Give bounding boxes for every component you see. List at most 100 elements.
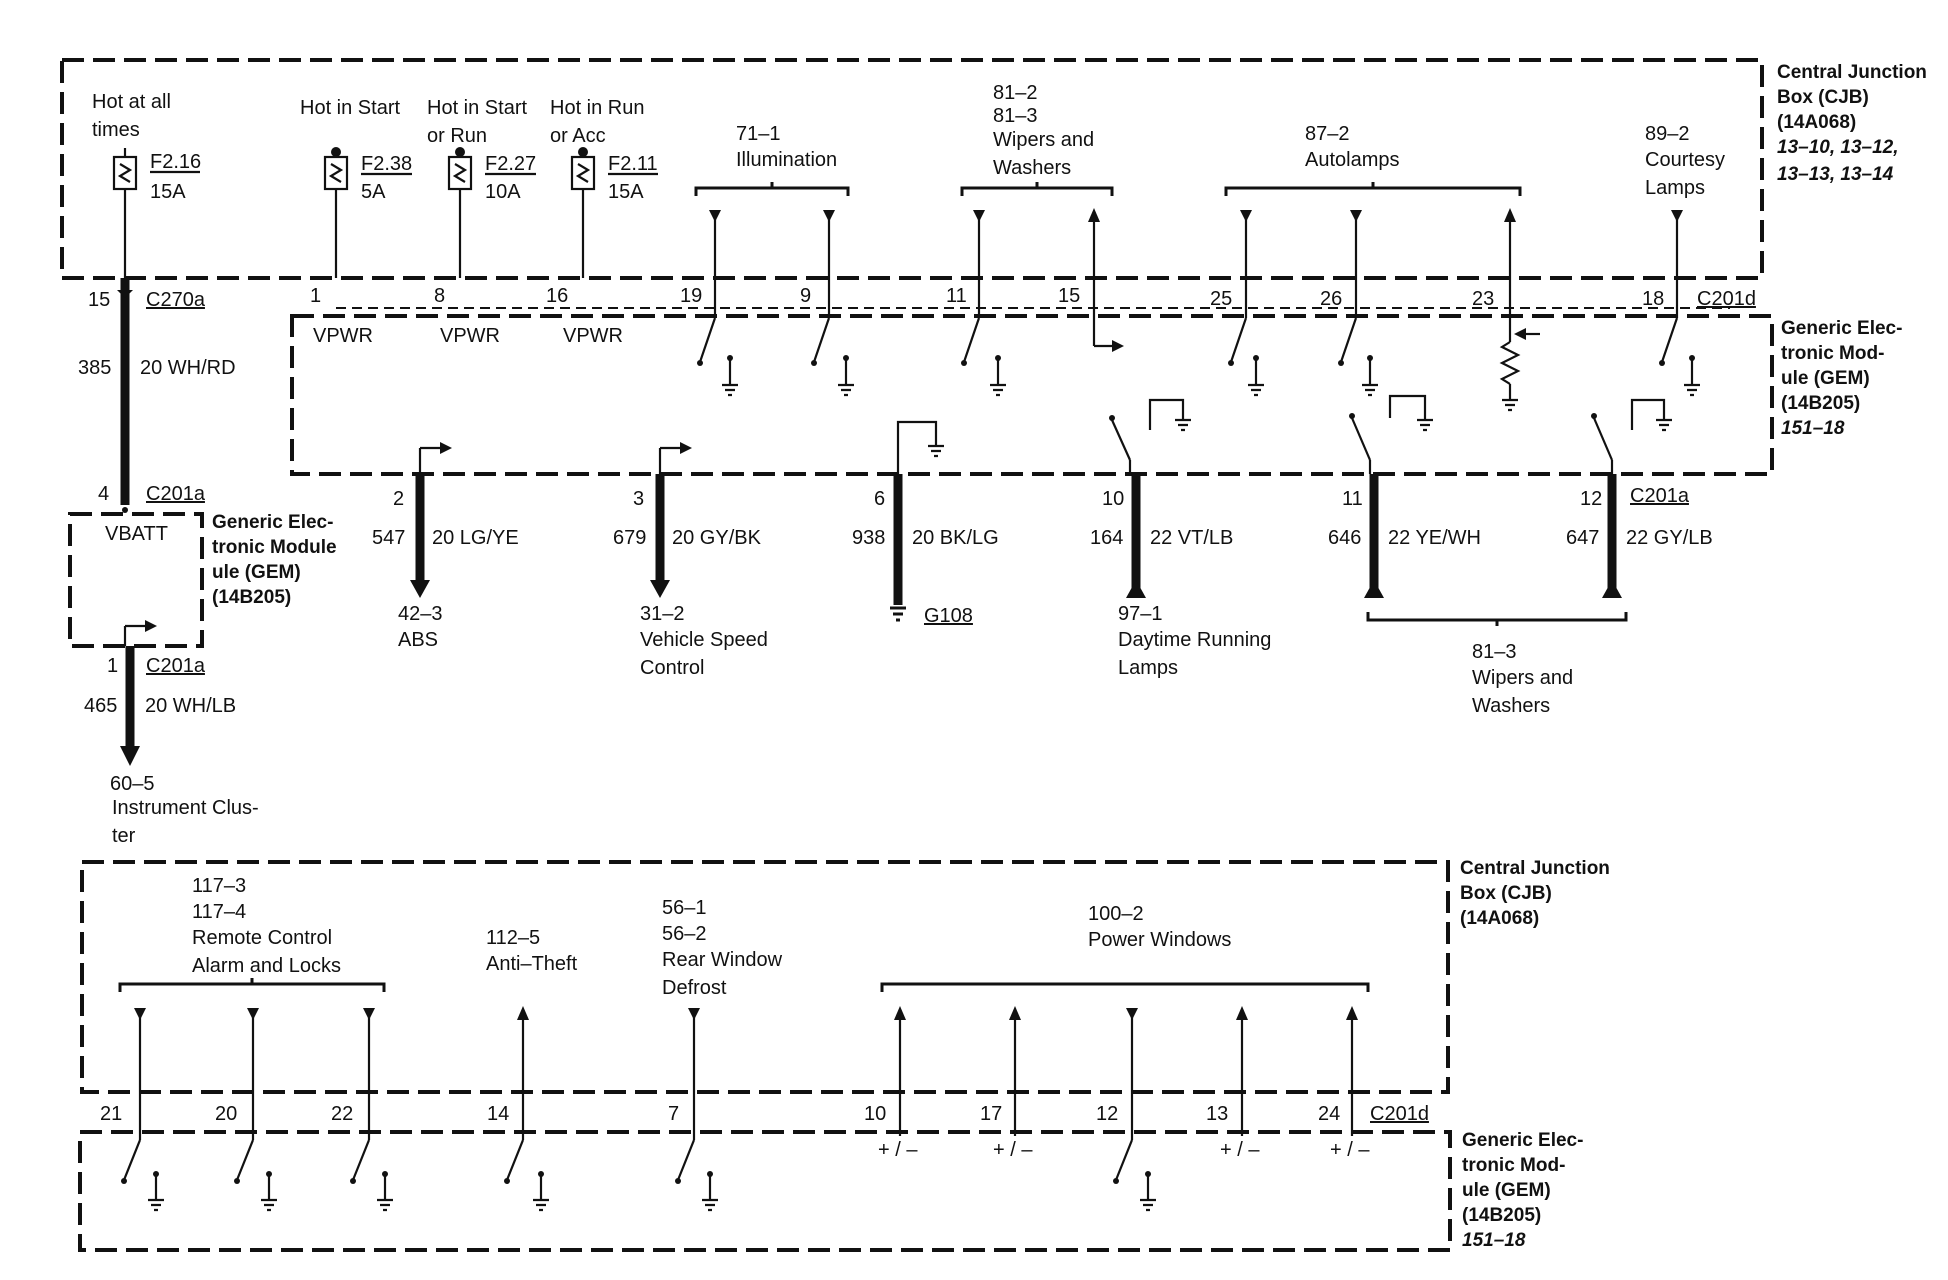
svg-text:385: 385: [78, 357, 111, 379]
svg-text:13–10, 13–12,: 13–10, 13–12,: [1777, 137, 1899, 158]
svg-text:tronic Mod-: tronic Mod-: [1462, 1155, 1565, 1176]
svg-text:+ / –: + / –: [993, 1139, 1033, 1161]
svg-text:VPWR: VPWR: [313, 325, 373, 347]
fuse-f2-11: Hot in Run or Acc F2.11 15A: [550, 97, 658, 278]
group-rear-defrost: 56–1 56–2 Rear Window Defrost: [662, 897, 783, 999]
svg-text:8: 8: [434, 285, 445, 307]
svg-text:Instrument Clus-: Instrument Clus-: [112, 797, 259, 819]
svg-text:(14A068): (14A068): [1777, 112, 1856, 133]
gem-bottom-switches: + / – + / – + / – + / –: [121, 1092, 1370, 1212]
switch-25: [1228, 278, 1264, 397]
svg-text:Control: Control: [640, 657, 704, 679]
svg-text:89–2: 89–2: [1645, 123, 1690, 145]
svg-text:151–18: 151–18: [1462, 1230, 1526, 1251]
gem-top-title: Generic Elec- tronic Mod- ule (GEM) (14B…: [1781, 318, 1902, 439]
svg-text:Autolamps: Autolamps: [1305, 149, 1400, 171]
output-wire-6: 6 938 20 BK/LG G108: [852, 474, 999, 627]
svg-text:Courtesy: Courtesy: [1645, 149, 1725, 171]
svg-text:Alarm and Locks: Alarm and Locks: [192, 955, 341, 977]
svg-text:Washers: Washers: [1472, 695, 1550, 717]
output-3-flag: [658, 442, 692, 474]
svg-text:20 GY/BK: 20 GY/BK: [672, 527, 762, 549]
svg-text:or Acc: or Acc: [550, 125, 606, 147]
svg-text:2: 2: [393, 488, 404, 510]
svg-text:10: 10: [864, 1103, 886, 1125]
svg-text:60–5: 60–5: [110, 773, 155, 795]
svg-text:tronic Module: tronic Module: [212, 537, 337, 558]
switch-18: [1659, 278, 1700, 397]
svg-text:15: 15: [88, 289, 110, 311]
svg-text:Washers: Washers: [993, 157, 1071, 179]
svg-text:20 LG/YE: 20 LG/YE: [432, 527, 519, 549]
svg-text:Hot in Start: Hot in Start: [427, 97, 527, 119]
svg-text:10: 10: [1102, 488, 1124, 510]
svg-text:646: 646: [1328, 527, 1361, 549]
svg-text:81–3: 81–3: [1472, 641, 1517, 663]
svg-text:(14B205): (14B205): [1781, 393, 1860, 414]
gem-bottom-box: [78, 1130, 1452, 1252]
svg-text:22 YE/WH: 22 YE/WH: [1388, 527, 1481, 549]
svg-text:20 WH/RD: 20 WH/RD: [140, 357, 236, 379]
svg-text:12: 12: [1580, 488, 1602, 510]
svg-text:F2.16: F2.16: [150, 151, 201, 173]
output-wire-10: 10 164 22 VT/LB 97–1 Daytime Running Lam…: [1090, 474, 1271, 679]
svg-text:Lamps: Lamps: [1645, 177, 1705, 199]
svg-text:(14A068): (14A068): [1460, 908, 1539, 929]
svg-text:42–3: 42–3: [398, 603, 443, 625]
svg-text:11: 11: [946, 285, 967, 307]
output-2-flag: [418, 442, 452, 474]
svg-text:times: times: [92, 119, 140, 141]
switch-out-10: [1109, 398, 1191, 474]
svg-text:+ / –: + / –: [1330, 1139, 1370, 1161]
svg-text:(14B205): (14B205): [1462, 1205, 1541, 1226]
svg-text:22 VT/LB: 22 VT/LB: [1150, 527, 1233, 549]
svg-text:Illumination: Illumination: [736, 149, 837, 171]
svg-text:164: 164: [1090, 527, 1123, 549]
group-courtesy-lamps: 89–2 Courtesy Lamps: [1645, 123, 1725, 199]
switch-19: [697, 278, 738, 397]
svg-text:C270a: C270a: [146, 289, 206, 311]
resistor-23: [1499, 278, 1540, 412]
svg-text:Daytime Running: Daytime Running: [1118, 629, 1271, 651]
svg-text:56–1: 56–1: [662, 897, 707, 919]
svg-text:97–1: 97–1: [1118, 603, 1163, 625]
output-6-ground: [896, 420, 944, 474]
svg-text:F2.27: F2.27: [485, 153, 536, 175]
svg-text:117–3: 117–3: [192, 875, 246, 897]
svg-text:13–13, 13–14: 13–13, 13–14: [1777, 164, 1894, 185]
svg-text:13: 13: [1206, 1103, 1228, 1125]
cjb-top-pins: 15 C270a 1 8 16 19 9 11 15 25 26 23 18 C…: [88, 285, 1756, 311]
svg-text:71–1: 71–1: [736, 123, 781, 145]
cjb-top-box: [60, 58, 1764, 280]
svg-text:VPWR: VPWR: [440, 325, 500, 347]
svg-text:5A: 5A: [361, 181, 386, 203]
svg-text:18: 18: [1642, 288, 1664, 310]
gem-top-box: [290, 314, 1774, 476]
svg-text:23: 23: [1472, 288, 1494, 310]
svg-text:or Run: or Run: [427, 125, 487, 147]
output-wire-12: 12 C201a 647 22 GY/LB: [1566, 474, 1713, 598]
svg-text:14: 14: [487, 1103, 509, 1125]
output-wire-2: 2 547 20 LG/YE 42–3 ABS: [372, 474, 519, 651]
svg-text:Central Junction: Central Junction: [1460, 858, 1610, 879]
svg-text:Wipers and: Wipers and: [1472, 667, 1573, 689]
svg-text:Central Junction: Central Junction: [1777, 62, 1927, 83]
svg-text:87–2: 87–2: [1305, 123, 1350, 145]
cjb-bottom-pins: 21 20 22 14 7 10 17 12 13 24 C201d: [100, 1103, 1429, 1125]
svg-text:20 BK/LG: 20 BK/LG: [912, 527, 999, 549]
svg-text:117–4: 117–4: [192, 901, 246, 923]
svg-text:Rear Window: Rear Window: [662, 949, 783, 971]
svg-text:+ / –: + / –: [878, 1139, 918, 1161]
svg-text:81–3: 81–3: [993, 105, 1038, 127]
output-wire-3: 3 679 20 GY/BK 31–2 Vehicle Speed Contro…: [613, 474, 768, 679]
svg-text:938: 938: [852, 527, 885, 549]
svg-text:ule (GEM): ule (GEM): [1462, 1180, 1551, 1201]
svg-text:20 WH/LB: 20 WH/LB: [145, 695, 236, 717]
svg-text:7: 7: [668, 1103, 679, 1125]
svg-text:VBATT: VBATT: [105, 523, 168, 545]
group-anti-theft: 112–5 Anti–Theft: [486, 927, 578, 975]
svg-text:9: 9: [800, 285, 811, 307]
svg-text:24: 24: [1318, 1103, 1340, 1125]
svg-text:C201d: C201d: [1697, 288, 1756, 310]
